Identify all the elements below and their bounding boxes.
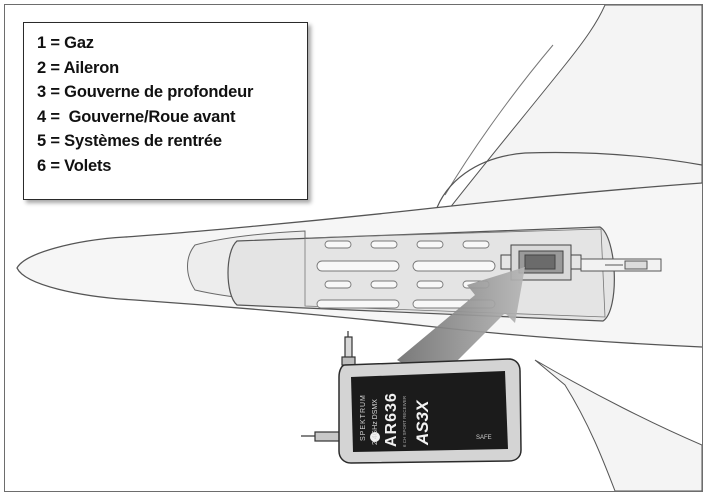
- bay-slots: [316, 240, 496, 309]
- receiver-spec: 2.4GHz DSMX: [372, 399, 379, 445]
- legend-item-throttle: 1 = Gaz: [37, 34, 94, 52]
- diagram-frame: SPEKTRUM 2.4GHz DSMX AR636 6 CH SPORT RE…: [4, 4, 703, 492]
- upper-wing-inner-edge: [444, 44, 554, 196]
- legend-item-rudder: 4 = Gouverne/Roue avant: [37, 107, 236, 126]
- receiver-leads: [301, 331, 356, 442]
- receiver-model: AR636: [383, 392, 400, 447]
- canopy-fairing: [434, 151, 702, 214]
- channel-legend: 1 = Gaz 2 = Aileron 3 = Gouverne de prof…: [23, 22, 308, 200]
- legend-item-flaps: 6 = Volets: [37, 156, 112, 175]
- receiver-badge: SAFE: [476, 435, 492, 441]
- upper-wing: [433, 5, 702, 228]
- receiver-brand: SPEKTRUM: [360, 394, 367, 441]
- aircraft-illustration: [16, 5, 702, 491]
- legend-item-retracts: 5 = Systèmes de rentrée: [37, 132, 222, 150]
- legend-item-elevator: 3 = Gouverne de profondeur: [37, 83, 254, 101]
- equipment-bay-inner: [304, 228, 606, 318]
- receiver-body: [338, 358, 522, 464]
- receiver-label: SPEKTRUM 2.4GHz DSMX AR636 6 CH SPORT RE…: [350, 373, 510, 453]
- receiver-subtitle: 6 CH SPORT RECEIVER: [402, 395, 407, 447]
- lower-wing: [534, 359, 702, 491]
- pushrod: [580, 258, 662, 272]
- location-arrow: [397, 267, 525, 383]
- receiver-logo: AS3X: [413, 400, 432, 445]
- legend-item-aileron: 2 = Aileron: [37, 58, 120, 77]
